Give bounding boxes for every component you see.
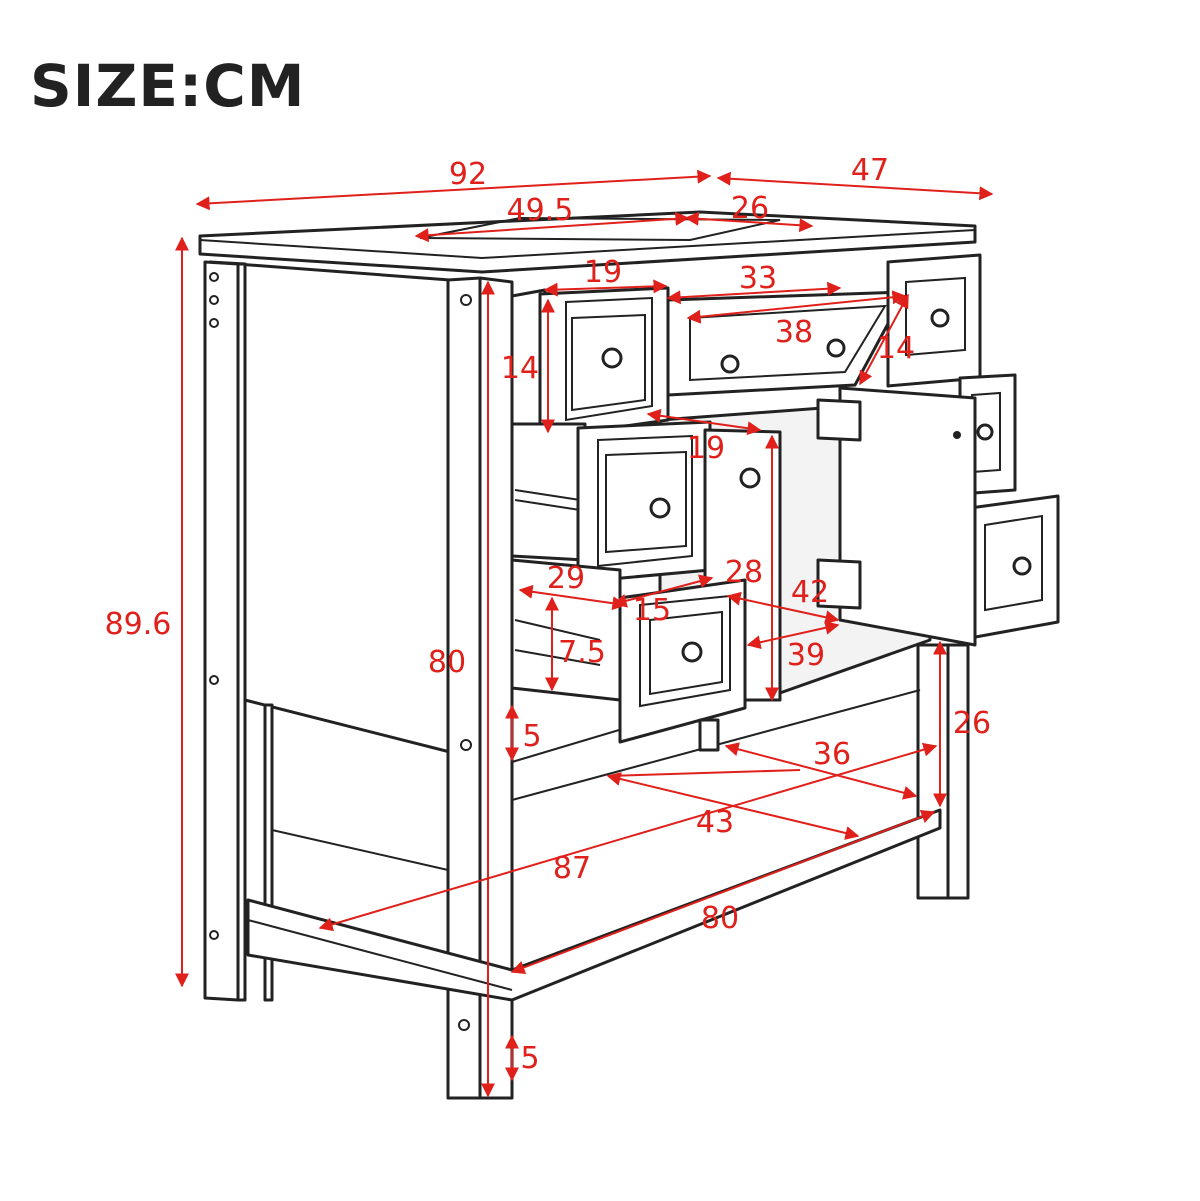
- dim-top-drawer-left-width: 19: [584, 255, 622, 290]
- dimension-lines: [175, 169, 994, 1098]
- dim-flip-drawer-inner: 38: [775, 315, 813, 350]
- dim-rail-height: 5: [522, 719, 541, 754]
- dim-drawer-inner-height: 7.5: [558, 635, 606, 670]
- dim-shelf-clearance: 26: [953, 706, 991, 741]
- dim-foot-height: 5: [520, 1041, 539, 1076]
- dim-overall-depth: 47: [851, 153, 889, 188]
- dim-shelf-depth: 43: [696, 805, 734, 840]
- dim-body-height: 80: [428, 645, 466, 680]
- dimension-labels: 92 47 49.5 26 19 33 38 14 14 19 29 28 15…: [105, 153, 991, 1076]
- dim-drawer-depth: 19: [687, 431, 725, 466]
- dim-flip-drawer-width: 33: [739, 261, 777, 296]
- dim-overall-width: 92: [449, 157, 487, 192]
- dim-shelf-inner-depth: 36: [813, 737, 851, 772]
- dim-top-drawer-right-height: 14: [877, 331, 915, 366]
- dim-overall-height: 89.6: [105, 607, 172, 642]
- dim-drawer-side-depth: 29: [547, 561, 585, 596]
- dim-cabinet-interior-depth: 39: [787, 638, 825, 673]
- dim-sink-width: 49.5: [507, 193, 574, 228]
- dim-drawer-inner-width: 28: [725, 555, 763, 590]
- dim-shelf-diagonal: 87: [553, 851, 591, 886]
- dim-drawer-front-height: 15: [633, 593, 671, 628]
- dim-top-drawer-left-height: 14: [501, 351, 539, 386]
- dim-cabinet-interior-width: 42: [791, 575, 829, 610]
- dim-sink-depth: 26: [731, 191, 769, 226]
- page-title: SIZE:CM: [30, 52, 306, 120]
- dim-shelf-width: 80: [701, 901, 739, 936]
